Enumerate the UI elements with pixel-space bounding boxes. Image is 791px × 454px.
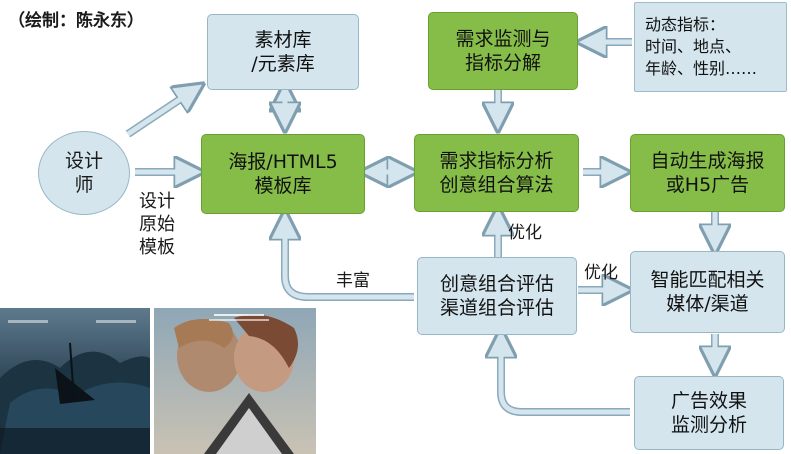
optimize-right-label: 优化	[584, 263, 618, 283]
material-line-1: 素材库	[254, 29, 312, 51]
match-line-2: 媒体/渠道	[666, 293, 749, 315]
material-library-box: 素材库 /元素库	[207, 14, 359, 90]
demand-analysis-box: 需求指标分析 创意组合算法	[414, 134, 579, 212]
poster-stormy-sea-image	[0, 308, 150, 454]
arrow-effect-to-evaluate	[501, 336, 630, 416]
material-line-2: /元素库	[251, 53, 315, 75]
original-line-2: 原始	[139, 214, 175, 235]
effect-line-1: 广告效果	[670, 390, 747, 412]
match-line-1: 智能匹配相关	[650, 269, 765, 291]
analysis-line-2: 创意组合算法	[439, 174, 554, 196]
optimize-up-label: 优化	[508, 223, 542, 243]
dynamic-line-1: 动态指标：	[645, 15, 726, 34]
demand-monitor-box: 需求监测与 指标分解	[428, 12, 578, 90]
effect-line-2: 监测分析	[670, 414, 747, 436]
dynamic-metrics-note: 动态指标： 时间、地点、 年龄、性别……	[634, 2, 787, 92]
template-library-box: 海报/HTML5 模板库	[201, 134, 365, 214]
original-line-1: 设计	[139, 191, 175, 212]
designer-line-2: 师	[74, 174, 94, 196]
dynamic-line-2: 时间、地点、	[645, 37, 742, 56]
author-credit: （绘制：陈永东）	[8, 11, 144, 31]
analysis-line-1: 需求指标分析	[439, 150, 554, 172]
ad-effect-box: 广告效果 监测分析	[634, 376, 784, 450]
designer-line-1: 设计	[64, 150, 103, 172]
template-line-1: 海报/HTML5	[228, 151, 338, 173]
enrich-label: 丰富	[336, 271, 370, 291]
monitor-line-1: 需求监测与	[455, 28, 551, 50]
evaluation-line-2: 渠道组合评估	[439, 297, 554, 319]
autogen-line-1: 自动生成海报	[650, 150, 765, 172]
auto-generate-box: 自动生成海报 或H5广告	[630, 134, 785, 212]
poster-ship-couple-image	[154, 308, 316, 454]
evaluation-line-1: 创意组合评估	[439, 273, 554, 295]
monitor-line-2: 指标分解	[464, 52, 541, 74]
dynamic-line-3: 年龄、性别……	[645, 59, 758, 78]
autogen-line-2: 或H5广告	[665, 174, 750, 196]
template-line-2: 模板库	[254, 175, 312, 197]
original-template-label: 设计 原始 模板	[139, 190, 175, 259]
original-line-3: 模板	[139, 237, 175, 258]
evaluation-box: 创意组合评估 渠道组合评估	[417, 257, 577, 335]
designer-node: 设计 师	[38, 131, 130, 215]
media-match-box: 智能匹配相关 媒体/渠道	[630, 251, 785, 333]
